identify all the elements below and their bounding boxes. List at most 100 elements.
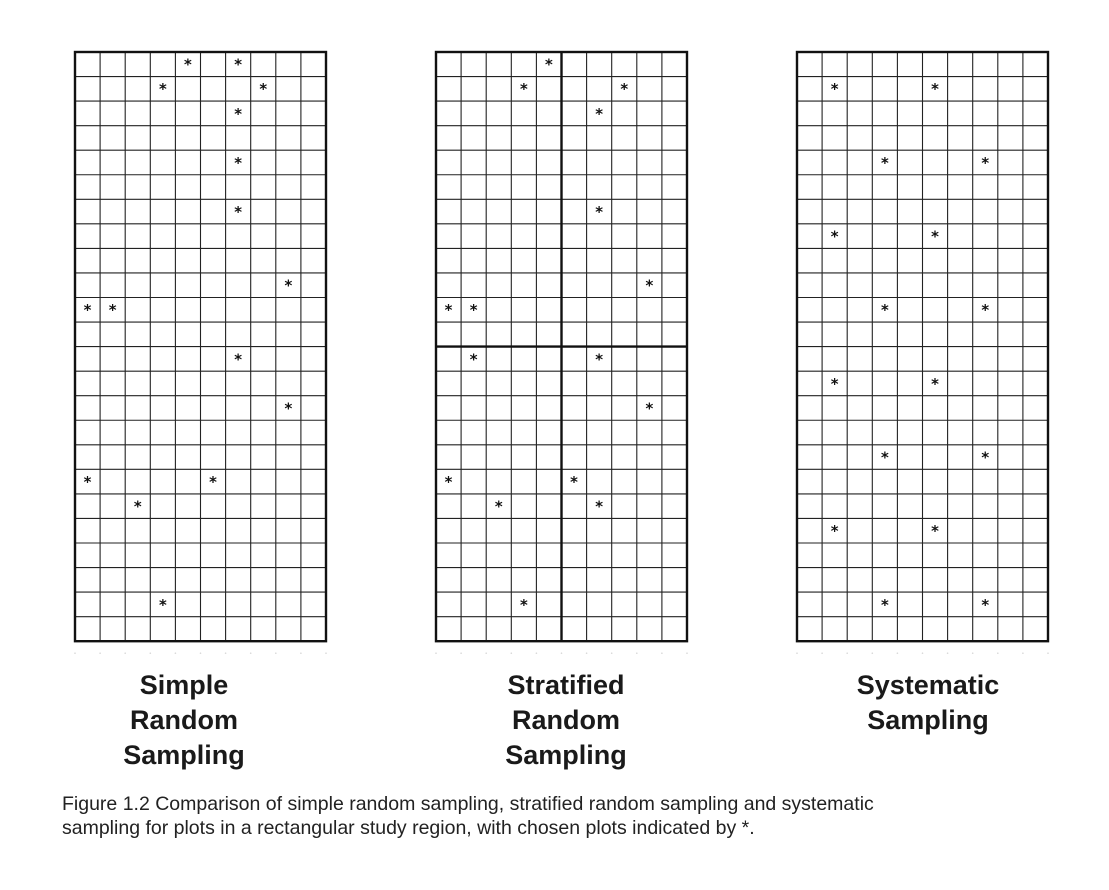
sample-marker: * [108, 301, 117, 319]
faint-dot [485, 652, 488, 654]
sample-marker: * [570, 473, 579, 491]
label-line: Random [512, 705, 620, 735]
grid-border [73, 50, 328, 643]
faint-dot [510, 652, 513, 654]
sample-marker: * [234, 203, 243, 221]
faint-dot [896, 652, 899, 654]
sample-marker: * [981, 301, 990, 319]
sample-marker: * [209, 473, 218, 491]
grid-systematic: * * * * * * * * * * * * * * * * [795, 50, 1050, 654]
faint-dot [636, 652, 638, 654]
sample-marker: * [595, 498, 604, 516]
faint-dot [460, 652, 462, 654]
faint-dot [1022, 652, 1024, 654]
sample-marker: * [83, 473, 92, 491]
faint-dot [661, 652, 663, 654]
sample-marker: * [981, 596, 990, 614]
faint-dot [149, 652, 152, 654]
label-line: Random [130, 705, 238, 735]
grid-simple: **************** [73, 50, 328, 654]
faint-dot [946, 652, 949, 654]
panel-label-systematic: Systematic Sampling [798, 668, 1058, 738]
sample-marker: * [830, 228, 839, 246]
sample-marker: * [284, 399, 293, 417]
faint-dot [325, 652, 327, 654]
sample-marker: * [519, 80, 528, 98]
sample-marker: * [830, 80, 839, 98]
sample-marker: * [158, 80, 167, 98]
faint-dot [74, 652, 76, 654]
sample-marker: * [595, 203, 604, 221]
faint-dot [846, 652, 848, 654]
sample-marker: * [981, 448, 990, 466]
sample-marker: * [931, 522, 940, 540]
sample-marker: * [830, 522, 839, 540]
sample-marker: * [544, 56, 553, 74]
sample-marker: * [234, 154, 243, 172]
sample-marker: * [620, 80, 629, 98]
sample-marker: * [645, 399, 654, 417]
label-line: Simple [139, 670, 229, 700]
faint-dot [435, 652, 437, 654]
sample-marker: * [234, 56, 243, 74]
faint-dot [997, 652, 999, 654]
sample-marker: * [595, 350, 604, 368]
faint-dot [224, 652, 227, 654]
label-line: Sampling [867, 705, 989, 735]
sample-marker: * [830, 375, 839, 393]
sample-marker: * [234, 350, 243, 368]
grid-border [795, 50, 1050, 643]
faint-dot [560, 652, 563, 654]
panel-label-stratified: Stratified Random Sampling [436, 668, 696, 773]
caption-line: sampling for plots in a rectangular stud… [62, 817, 755, 839]
label-line: Sampling [123, 740, 245, 770]
panel-label-simple: Simple Random Sampling [54, 668, 314, 773]
faint-dot [871, 652, 874, 654]
faint-dot [1047, 652, 1049, 654]
faint-dot [275, 652, 277, 654]
sample-marker: * [880, 448, 889, 466]
faint-dot [821, 652, 823, 654]
sample-marker: * [444, 301, 453, 319]
faint-dot [610, 652, 613, 654]
faint-dot [249, 652, 252, 654]
faint-dot [199, 652, 202, 654]
caption-line: Figure 1.2 Comparison of simple random s… [62, 793, 874, 815]
sample-marker: * [83, 301, 92, 319]
label-line: Stratified [507, 670, 625, 700]
sample-marker: * [444, 473, 453, 491]
faint-dot [686, 652, 688, 654]
sample-marker: * [469, 350, 478, 368]
sample-marker: * [595, 105, 604, 123]
faint-dot [124, 652, 126, 654]
faint-dot [300, 652, 302, 654]
sample-marker: * [880, 301, 889, 319]
sample-marker: * [519, 596, 528, 614]
label-line: Sampling [505, 740, 627, 770]
sample-marker: * [469, 301, 478, 319]
sample-marker: * [880, 596, 889, 614]
sample-marker: * [880, 154, 889, 172]
grid-stratified: **************** [434, 50, 689, 654]
sample-marker: * [931, 80, 940, 98]
faint-dot [174, 652, 177, 654]
figure-caption: Figure 1.2 Comparison of simple random s… [62, 792, 1062, 840]
sample-marker: * [133, 498, 142, 516]
sample-marker: * [494, 498, 503, 516]
label-line: Systematic [856, 670, 1000, 700]
sample-marker: * [981, 154, 990, 172]
sample-marker: * [234, 105, 243, 123]
sample-marker: * [183, 56, 192, 74]
faint-dot [796, 652, 798, 654]
sample-marker: * [931, 375, 940, 393]
grid-border [434, 50, 689, 643]
sample-marker: * [931, 228, 940, 246]
faint-dot [921, 652, 924, 654]
sample-marker: * [259, 80, 268, 98]
faint-dot [971, 652, 974, 654]
sample-marker: * [158, 596, 167, 614]
faint-dot [99, 652, 101, 654]
faint-dot [535, 652, 538, 654]
